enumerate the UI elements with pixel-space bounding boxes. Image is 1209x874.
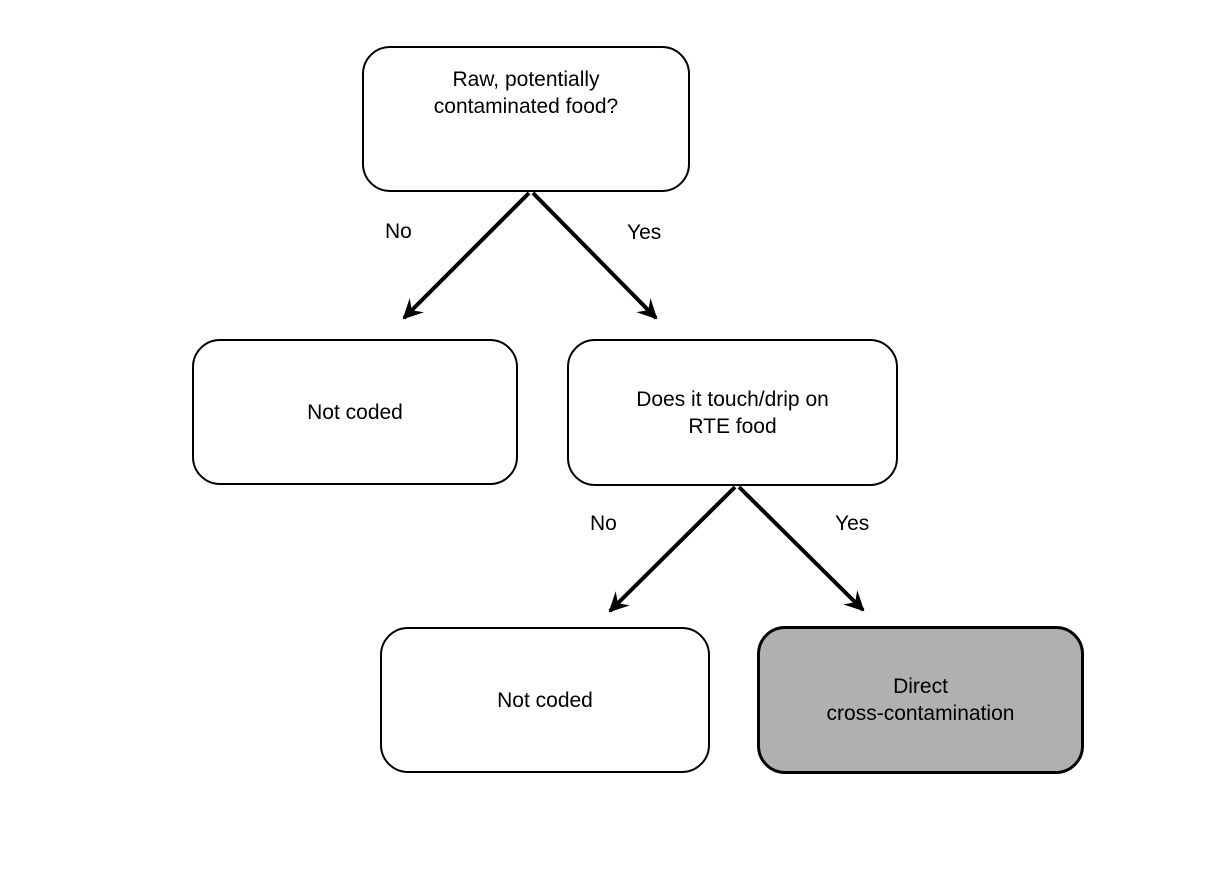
- edge-label-touchdrip-no: No: [590, 512, 617, 535]
- edge-root-no-arrow: [402, 191, 531, 320]
- edge-root-yes-arrow: [531, 191, 658, 320]
- edge-touchdrip-no-arrow: [608, 485, 737, 613]
- edge-label-root-no: No: [385, 220, 412, 243]
- node-touch-drip-rte: Does it touch/drip on RTE food: [567, 339, 898, 486]
- node-not-coded-bottom: Not coded: [380, 627, 710, 773]
- node-raw-contaminated-food: Raw, potentially contaminated food?: [362, 46, 690, 192]
- node-direct-cross-contamination: Direct cross-contamination: [757, 626, 1084, 774]
- edge-label-touchdrip-yes: Yes: [835, 512, 870, 535]
- edge-touchdrip-yes-arrow: [737, 485, 865, 612]
- node-not-coded-middle: Not coded: [192, 339, 518, 485]
- edge-label-root-yes: Yes: [627, 221, 662, 244]
